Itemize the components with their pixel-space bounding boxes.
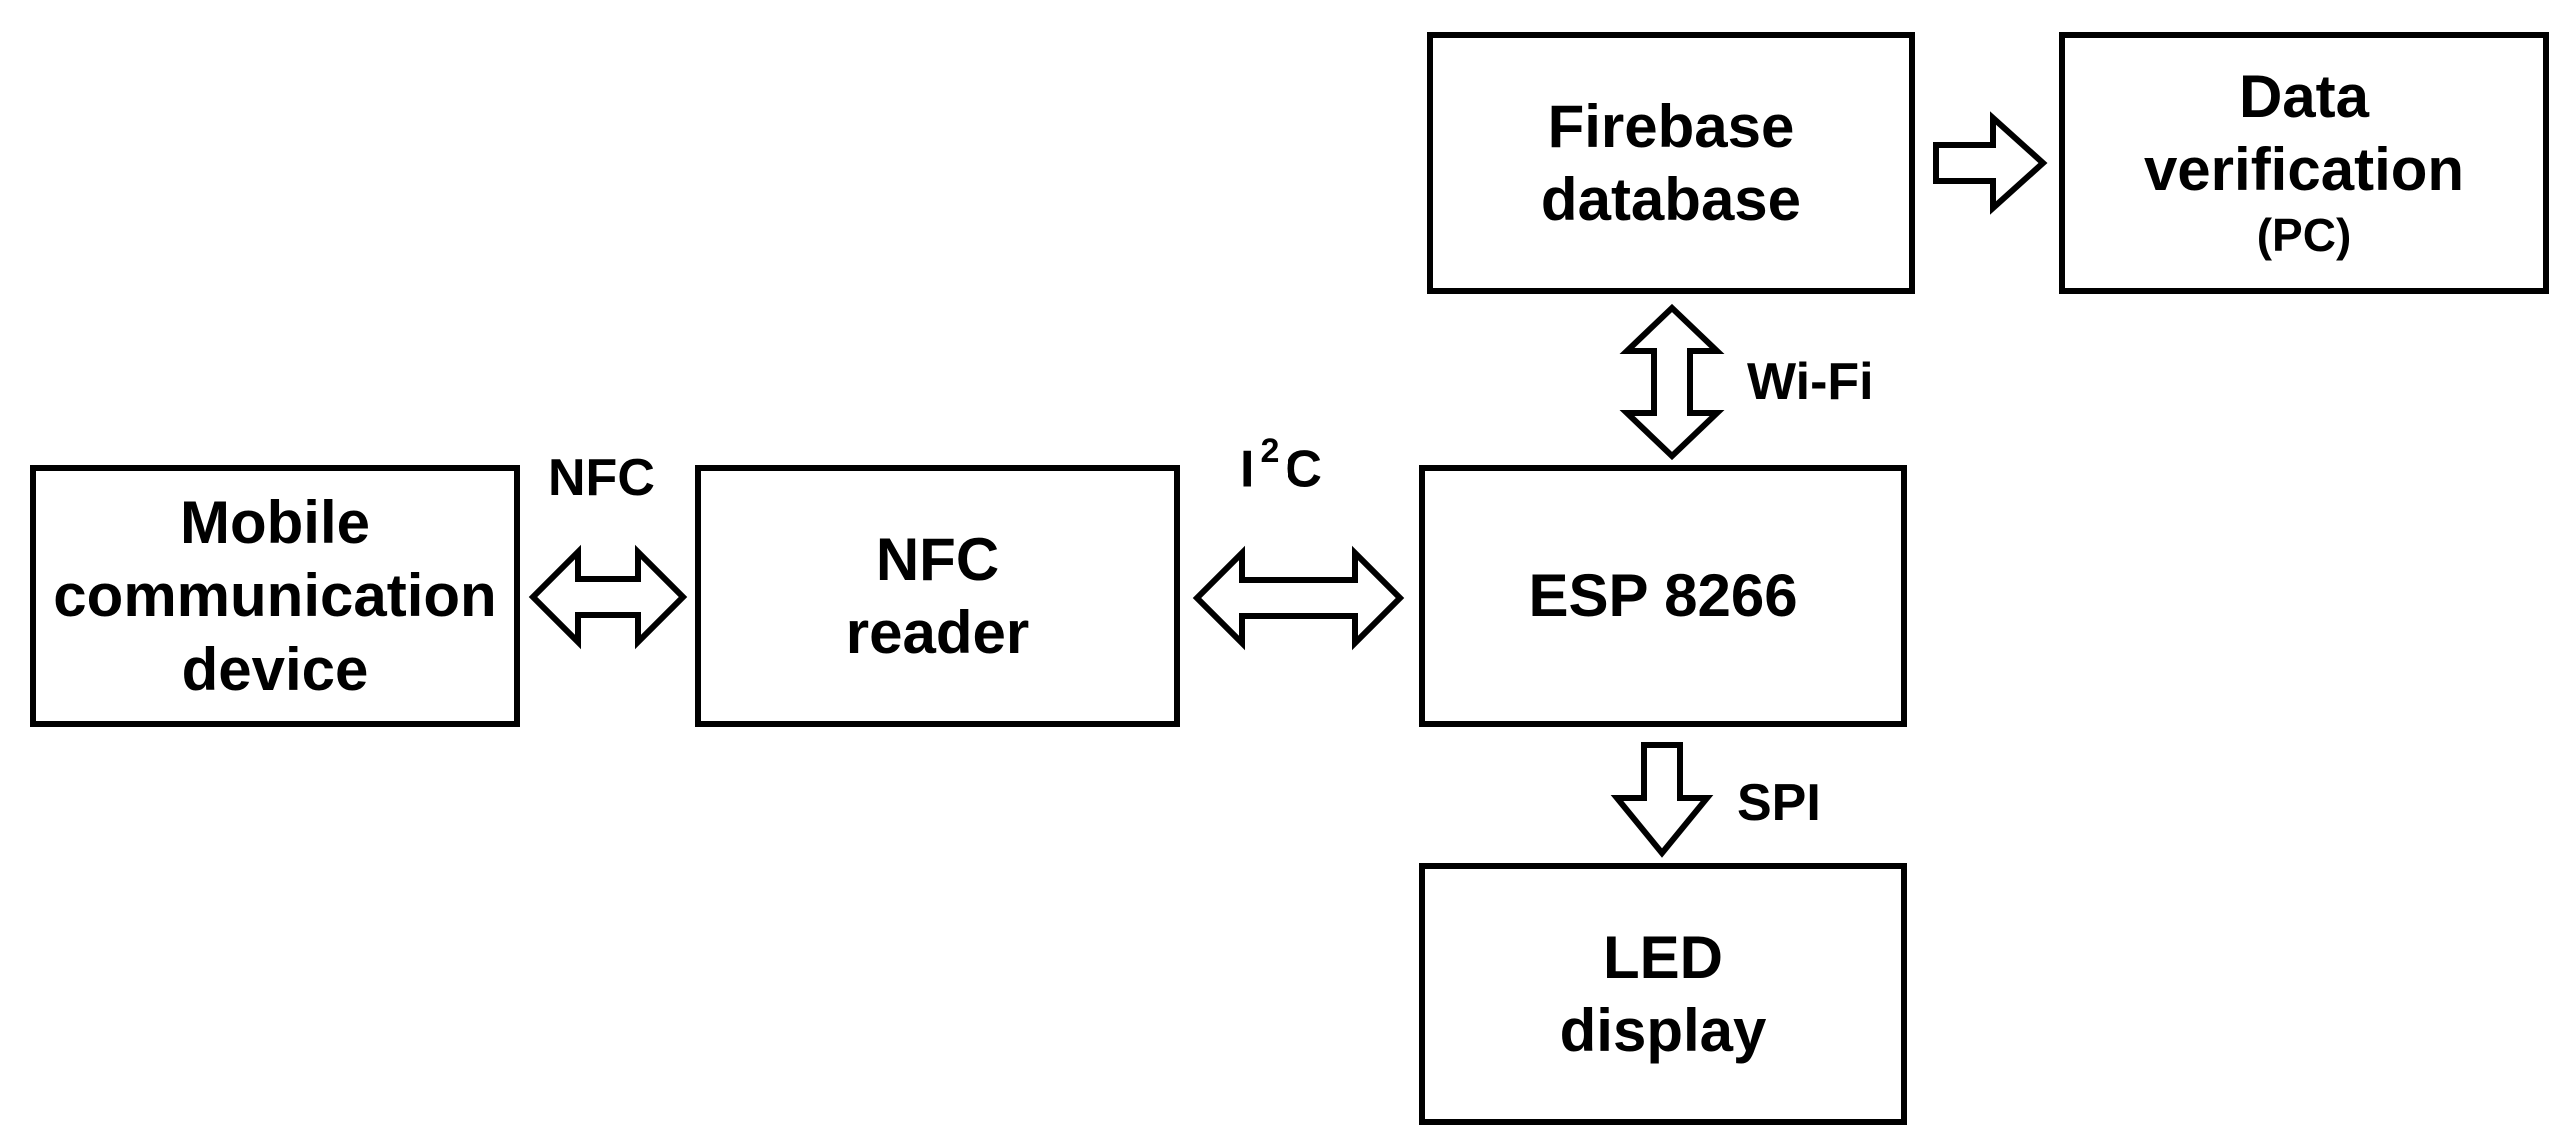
block-label-line: Data xyxy=(2238,62,2370,130)
block-label-line: Firebase xyxy=(1547,92,1795,160)
nfc-reader-block: NFC reader xyxy=(695,465,1180,727)
i2c-double-arrow-icon xyxy=(1192,545,1405,651)
mobile-communication-device-block: Mobile communication device xyxy=(30,465,520,727)
spi-down-arrow-icon xyxy=(1610,742,1714,858)
i2c-label-end: C xyxy=(1285,440,1322,499)
block-label-line: verification xyxy=(2143,136,2465,204)
block-label-line: display xyxy=(1559,997,1767,1064)
i2c-label-main: I xyxy=(1240,440,1255,499)
led-display-block: LED display xyxy=(1419,863,1907,1125)
i2c-label-superscript: 2 xyxy=(1260,432,1280,470)
block-label-line: ESP 8266 xyxy=(1528,562,1798,630)
block-label-line: LED xyxy=(1603,923,1723,991)
data-verification-pc-block: Data verification (PC) xyxy=(2059,32,2549,294)
firebase-to-pc-right-arrow-icon xyxy=(1933,111,2048,215)
wifi-link-label: Wi-Fi xyxy=(1747,353,1874,411)
block-label-line: NFC xyxy=(875,525,1000,593)
block-label-line: device xyxy=(181,635,369,703)
nfc-link-label: NFC xyxy=(548,449,655,507)
block-label-line: database xyxy=(1540,166,1802,233)
block-label-line: Mobile xyxy=(180,489,370,557)
esp-8266-block: ESP 8266 xyxy=(1419,465,1907,727)
firebase-database-block: Firebase database xyxy=(1427,32,1915,294)
spi-link-label: SPI xyxy=(1737,774,1821,832)
nfc-double-arrow-icon xyxy=(528,544,688,650)
block-sub-label: (PC) xyxy=(2256,209,2352,262)
wifi-double-arrow-icon xyxy=(1619,303,1725,461)
block-label-line: communication xyxy=(53,562,497,630)
block-label-line: reader xyxy=(845,599,1030,666)
